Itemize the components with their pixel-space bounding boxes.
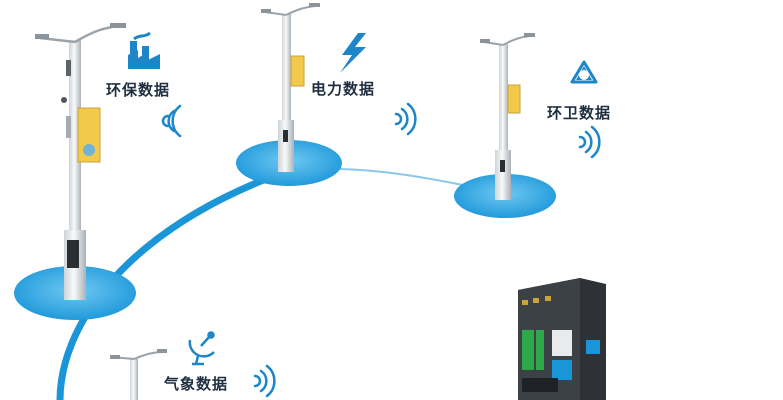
node-label-power: 电力数据 bbox=[311, 80, 376, 98]
wifi-signal-icon bbox=[578, 125, 601, 159]
satellite-dish-icon bbox=[188, 331, 215, 366]
node-label-environment: 环保数据 bbox=[106, 81, 171, 99]
wifi-signal-icon bbox=[253, 364, 276, 398]
smart-pole bbox=[261, 3, 320, 172]
smart-pole bbox=[480, 33, 535, 200]
wifi-signal-icon bbox=[394, 102, 417, 136]
smart-pole bbox=[35, 23, 126, 300]
recycle-icon bbox=[570, 60, 598, 84]
factory-icon bbox=[128, 31, 160, 69]
node-label-weather: 气象数据 bbox=[164, 375, 229, 393]
lightning-icon bbox=[340, 33, 366, 73]
wifi-signal-icon bbox=[161, 104, 182, 138]
smart-pole bbox=[110, 349, 167, 400]
node-label-sanitation: 环卫数据 bbox=[547, 104, 612, 122]
gateway-device bbox=[518, 278, 606, 400]
